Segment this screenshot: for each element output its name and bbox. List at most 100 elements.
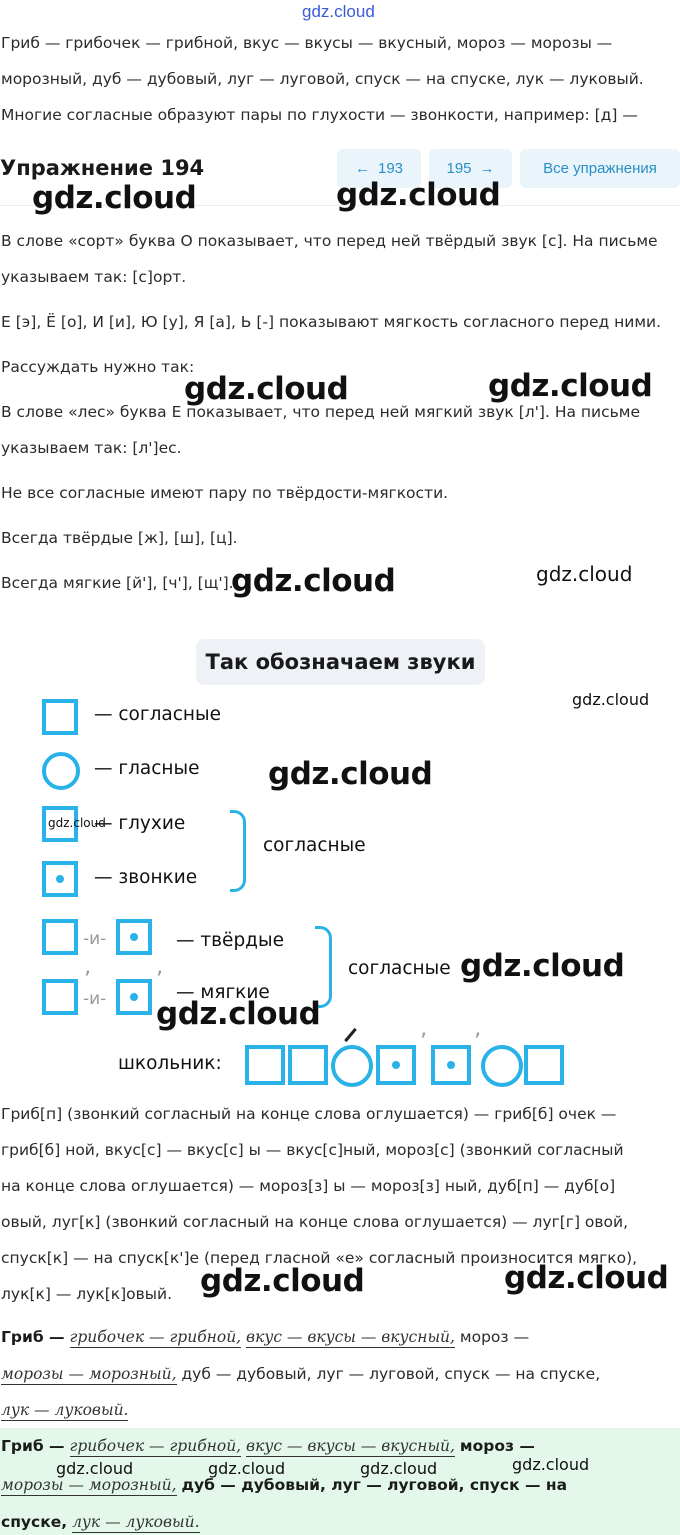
final-answer-panel bbox=[0, 1428, 680, 1535]
watermark: gdz.cloud bbox=[268, 756, 433, 792]
legend-consonants: — согласные bbox=[94, 704, 222, 725]
soft-square-icon bbox=[42, 979, 78, 1015]
watermark: gdz.cloud bbox=[536, 562, 633, 586]
solution-line-6: лук[к] — лук[к]овый. bbox=[1, 1285, 173, 1303]
intro-line-3: Многие согласные образуют пары по глухос… bbox=[1, 106, 638, 124]
theory-p1b: указываем так: [с]орт. bbox=[1, 268, 187, 286]
watermark: gdz.cloud bbox=[512, 1455, 590, 1474]
watermark: gdz.cloud bbox=[460, 948, 625, 984]
soft-apostrophe-3: ’ bbox=[420, 1030, 427, 1055]
final-line-1: Гриб — грибочек — грибной, вкус — вкусы … bbox=[1, 1437, 535, 1457]
vowel-circle-icon bbox=[481, 1045, 523, 1087]
soft-apostrophe-1: ’ bbox=[84, 968, 91, 993]
example-word: школьник: bbox=[118, 1053, 222, 1074]
watermark: gdz.cloud bbox=[572, 690, 650, 709]
prev-exercise-button[interactable]: ← 193 bbox=[337, 149, 421, 188]
answer-line-2: морозы — морозный, дуб — дубовый, луг — … bbox=[1, 1365, 601, 1385]
connector-hard: -и- bbox=[83, 929, 107, 949]
consonant-square-icon bbox=[245, 1045, 285, 1085]
final-hw-2: вкус — вкусы — вкусный, bbox=[246, 1437, 455, 1457]
intro-line-1: Гриб — грибочек — грибной, вкус — вкусы … bbox=[1, 34, 613, 52]
answer-hw-4: лук — луковый. bbox=[1, 1401, 129, 1421]
next-exercise-button[interactable]: 195 → bbox=[429, 149, 512, 188]
legend-group-1: согласные bbox=[263, 835, 366, 856]
watermark: gdz.cloud bbox=[184, 371, 349, 407]
theory-p5: Не все согласные имеют пару по твёрдости… bbox=[1, 484, 449, 502]
legend-vowels: — гласные bbox=[94, 758, 200, 779]
hard-square-icon bbox=[42, 919, 78, 955]
vowel-circle-icon bbox=[42, 752, 80, 790]
watermark: gdz.cloud bbox=[32, 180, 197, 216]
all-exercises-button[interactable]: Все упражнения bbox=[520, 149, 680, 188]
arrow-right-icon: → bbox=[479, 160, 495, 177]
soft-apostrophe-4: ’ bbox=[474, 1030, 481, 1055]
watermark: gdz.cloud bbox=[200, 1263, 365, 1299]
final-moroz: мороз — bbox=[459, 1437, 535, 1455]
intro-line-2: морозный, дуб — дубовый, луг — луговой, … bbox=[1, 70, 644, 88]
stress-mark-icon bbox=[344, 1027, 357, 1043]
consonant-square-icon bbox=[288, 1045, 328, 1085]
legend-hard: — твёрдые bbox=[176, 930, 284, 951]
theory-p1a: В слове «сорт» буква О показывает, что п… bbox=[1, 232, 658, 250]
watermark-top: gdz.cloud bbox=[302, 2, 375, 21]
consonant-square-icon bbox=[42, 699, 78, 735]
theory-p3: Рассуждать нужно так: bbox=[1, 358, 195, 376]
theory-p2: Е [э], Ё [о], И [и], Ю [у], Я [а], Ь [-]… bbox=[1, 313, 662, 331]
legend-voiceless: — глухие bbox=[94, 813, 186, 834]
exercise-title: Упражнение 194 bbox=[0, 156, 205, 180]
answer-hw-3: морозы — морозный, bbox=[1, 1365, 177, 1385]
divider bbox=[0, 205, 680, 206]
final-hw-3: морозы — морозный, bbox=[1, 1476, 177, 1496]
voiced-square-icon bbox=[376, 1045, 416, 1085]
final-grib: Гриб — bbox=[1, 1437, 65, 1455]
answer-line-1: Гриб — грибочек — грибной, вкус — вкусы … bbox=[1, 1328, 530, 1348]
theory-p7: Всегда мягкие [й'], [ч'], [щ']. bbox=[1, 574, 234, 592]
watermark: gdz.cloud bbox=[488, 368, 653, 404]
watermark: gdz.cloud bbox=[336, 177, 501, 213]
answer-hw-2: вкус — вкусы — вкусный, bbox=[246, 1328, 455, 1348]
vowel-circle-icon bbox=[331, 1045, 373, 1087]
solution-line-1: Гриб[п] (звонкий согласный на конце слов… bbox=[1, 1105, 617, 1123]
voiced-square-icon bbox=[431, 1045, 471, 1085]
next-exercise-label: 195 bbox=[446, 160, 472, 177]
legend-group-2: согласные bbox=[348, 958, 451, 979]
final-line-3: спуске, лук — луковый. bbox=[1, 1513, 200, 1533]
solution-line-2: гриб[б] ной, вкус[с] — вкус[с] ы — вкус[… bbox=[1, 1141, 624, 1159]
watermark: gdz.cloud bbox=[231, 563, 396, 599]
arrow-left-icon: ← bbox=[354, 160, 370, 177]
brace-icon bbox=[230, 810, 246, 892]
answer-moroz: мороз — bbox=[459, 1328, 530, 1346]
solution-line-5: спуск[к] — на спуск[к']е (перед гласной … bbox=[1, 1249, 638, 1267]
watermark: gdz.cloud bbox=[360, 1459, 438, 1478]
watermark: gdz.cloud bbox=[504, 1260, 669, 1296]
final-rest: дуб — дубовый, луг — луговой, спуск — на bbox=[181, 1476, 568, 1494]
connector-soft: -и- bbox=[83, 989, 107, 1009]
watermark: gdz.cloud bbox=[208, 1459, 286, 1478]
final-hw-4: лук — луковый. bbox=[72, 1513, 200, 1533]
theory-p6: Всегда твёрдые [ж], [ш], [ц]. bbox=[1, 529, 238, 547]
brace-icon bbox=[315, 926, 332, 1008]
watermark: gdz.cloud bbox=[156, 996, 321, 1032]
consonant-square-icon bbox=[524, 1045, 564, 1085]
watermark: gdz.cloud bbox=[48, 816, 106, 830]
theory-p4a: В слове «лес» буква Е показывает, что пе… bbox=[1, 403, 640, 421]
solution-line-4: овый, луг[к] (звонкий согласный на конце… bbox=[1, 1213, 629, 1231]
voiced-square-icon bbox=[42, 861, 78, 897]
theory-p4b: указываем так: [л']ес. bbox=[1, 439, 182, 457]
answer-rest: дуб — дубовый, луг — луговой, спуск — на… bbox=[181, 1365, 601, 1383]
final-spuske: спуске, bbox=[1, 1513, 68, 1531]
watermark: gdz.cloud bbox=[56, 1459, 134, 1478]
answer-grib: Гриб — bbox=[1, 1328, 65, 1346]
answer-line-3: лук — луковый. bbox=[1, 1401, 129, 1421]
answer-hw-1: грибочек — грибной, bbox=[69, 1328, 242, 1348]
legend-voiced: — звонкие bbox=[94, 867, 198, 888]
legend-caption: Так обозначаем звуки bbox=[196, 639, 485, 685]
final-line-2: морозы — морозный, дуб — дубовый, луг — … bbox=[1, 1476, 568, 1496]
final-hw-1: грибочек — грибной, bbox=[69, 1437, 242, 1457]
prev-exercise-label: 193 bbox=[377, 160, 404, 177]
legend-soft: — мягкие bbox=[176, 982, 270, 1003]
soft-voiced-square-icon bbox=[116, 979, 152, 1015]
hard-voiced-square-icon bbox=[116, 919, 152, 955]
solution-line-3: на конце слова оглушается) — мороз[з] ы … bbox=[1, 1177, 616, 1195]
voiceless-square-icon bbox=[42, 806, 78, 842]
